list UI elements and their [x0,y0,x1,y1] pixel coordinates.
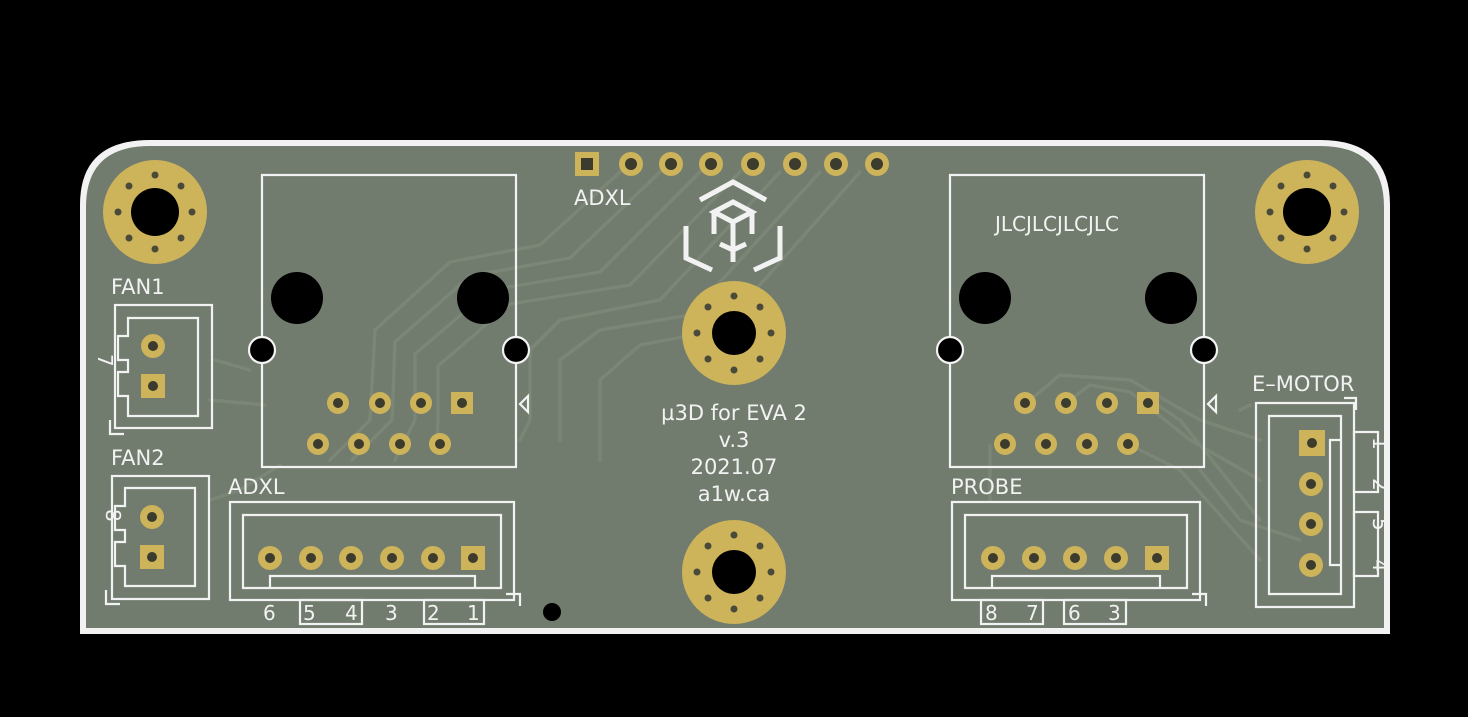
adxl-header-label: ADXL [574,186,631,210]
fan1-connector [108,303,214,436]
adxl-header [575,152,889,176]
adxl-pin-label: 4 [345,601,358,625]
mount-hole-center-bottom [682,520,786,624]
emotor-label: E–MOTOR [1252,372,1354,396]
mount-hole-top-left [103,160,207,264]
emotor-pin-label: 2 [1368,478,1392,491]
probe-pin-label: 3 [1108,601,1121,625]
mount-hole-top-right [1255,160,1359,264]
emotor-pin-label: 5 [1368,518,1392,531]
emotor-connector [1254,396,1380,609]
adxl-pin-label: 6 [263,601,276,625]
probe-pin-label: 7 [1026,601,1039,625]
fan2-connector [104,474,211,606]
rj-connector-left [247,173,531,469]
adxl-pin-label: 5 [303,601,316,625]
probe-pin-label: 8 [985,601,998,625]
probe-label: PROBE [951,475,1022,499]
adxl-pin-label: 1 [467,601,480,625]
emotor-pin-label: 1 [1368,437,1392,450]
board-website: a1w.ca [698,482,771,506]
adxl-pin-label: 3 [385,601,398,625]
fiducial-marker [543,603,561,621]
probe-pin-labels: 8 7 6 3 [985,601,1121,625]
board-surface [86,146,1384,628]
probe-connector [950,500,1208,626]
board-title-block: µ3D for EVA 2 v.3 2021.07 a1w.ca [661,401,807,506]
adxl-pin-label: 2 [427,601,440,625]
adxl-connector [228,500,522,626]
fan1-label: FAN1 [111,275,165,299]
copper-traces [208,170,1302,562]
rj-connector-right [935,173,1219,469]
mount-hole-center-top [682,281,786,385]
fan2-pin-number: 8 [101,509,125,522]
fan2-label: FAN2 [111,446,165,470]
emotor-pin-label: 4 [1368,559,1392,572]
cube-logo-icon [683,179,783,273]
probe-pin-label: 6 [1068,601,1081,625]
adxl-pin-labels: 6 5 4 3 2 1 [263,601,480,625]
board-date: 2021.07 [691,455,778,479]
emotor-pin-labels: 1 2 5 4 [1368,437,1392,572]
jlc-mark: JLCJLCJLCJLC [993,212,1119,236]
adxl-connector-label: ADXL [228,475,285,499]
board-version: v.3 [719,428,750,452]
board-title: µ3D for EVA 2 [661,401,807,425]
fan1-pin-number: 7 [93,354,117,367]
